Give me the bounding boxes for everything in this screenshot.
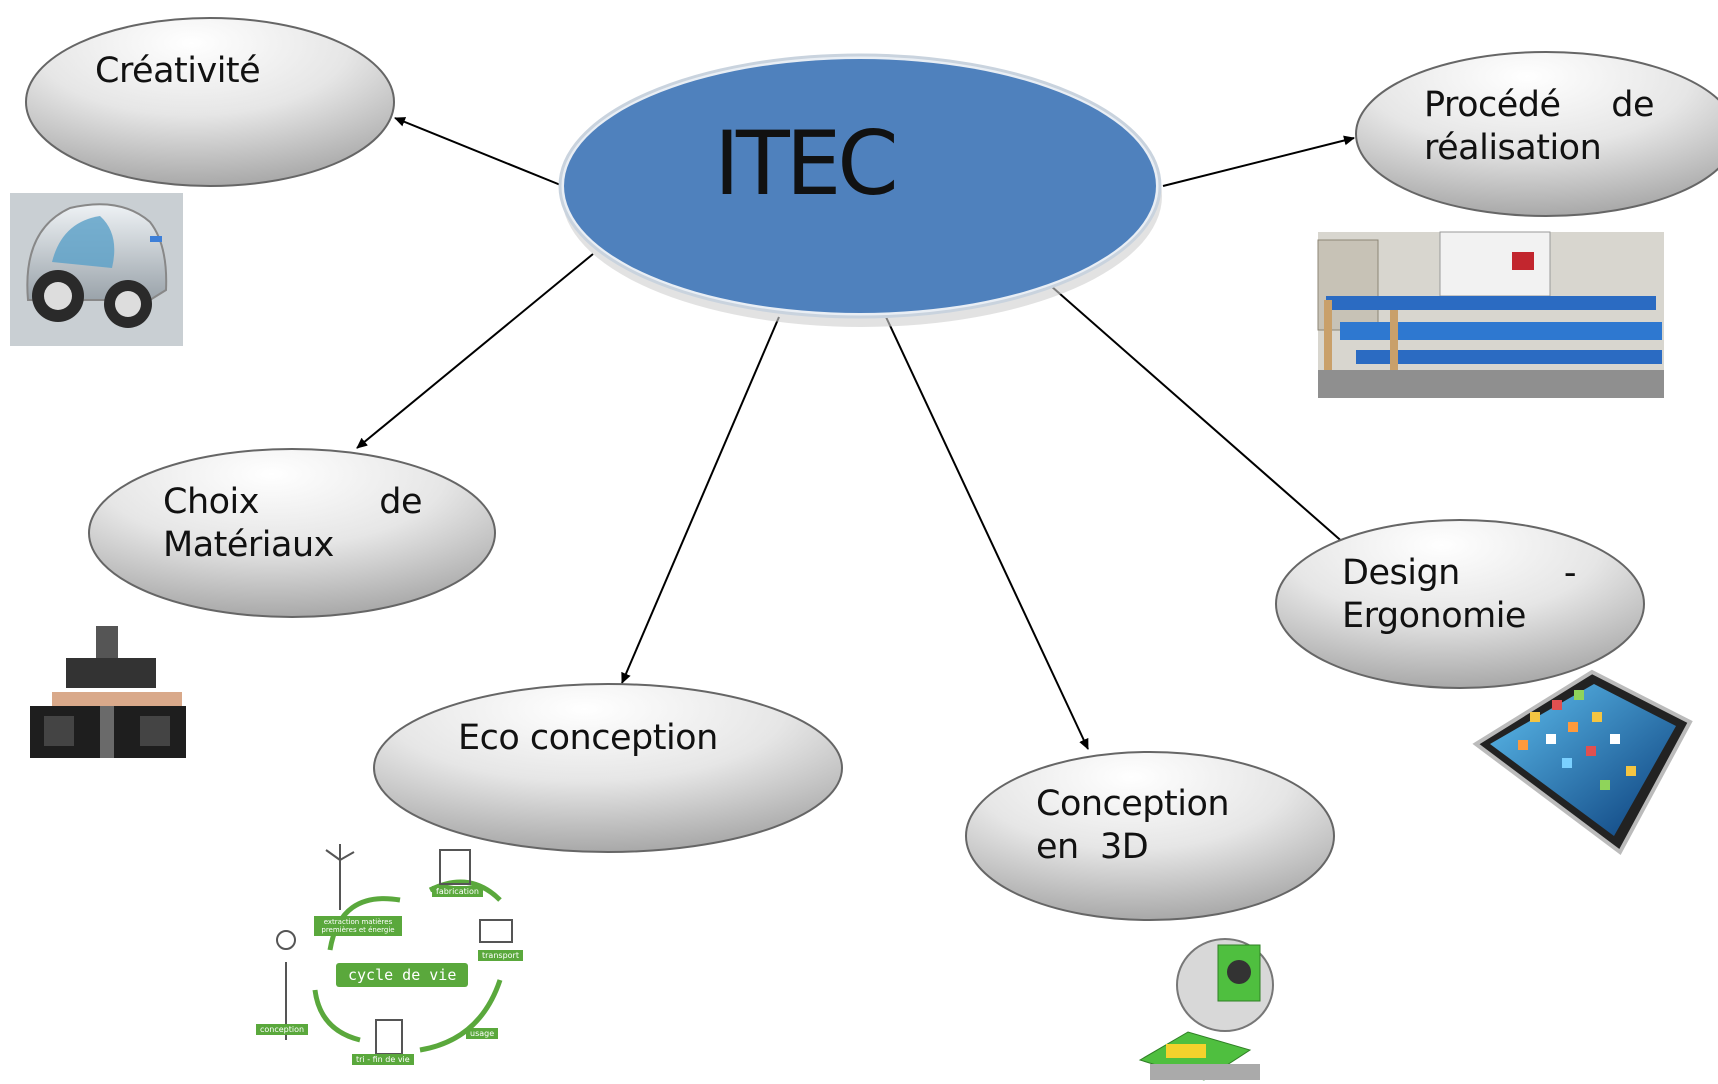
concept-car-image [10, 193, 183, 346]
cycle-step-fabrication: fabrication [432, 886, 483, 897]
node-conception3d-label: Conception en 3D [1036, 783, 1230, 869]
materiaux-word-1: Choix [163, 482, 259, 522]
arrow-to-design [1050, 285, 1355, 553]
materiaux-word-2: de [379, 482, 422, 522]
grey-nodes [25, 17, 1718, 921]
tensile-test-image [30, 626, 186, 758]
node-procede-shape [1355, 51, 1718, 217]
node-design-label: Design - Ergonomie [1342, 552, 1577, 638]
design-word-2: - [1563, 553, 1577, 593]
node-procede-label: Procédé de réalisation [1424, 84, 1654, 170]
cycle-step-tri: tri - fin de vie [352, 1054, 414, 1065]
conception3d-line-1: Conception [1036, 784, 1230, 824]
node-conception3d-shape [965, 751, 1335, 921]
design-word-1: Design [1342, 553, 1460, 593]
life-cycle-image [276, 844, 513, 1055]
design-line-2: Ergonomie [1342, 596, 1526, 636]
materiaux-line-2: Matériaux [163, 525, 334, 565]
procede-word-2: de [1611, 85, 1654, 125]
cnc-machine-image [1317, 231, 1664, 398]
cycle-step-conception: conception [256, 1024, 309, 1035]
node-creativite-shape [25, 17, 395, 187]
arrow-to-conception3d [885, 316, 1089, 750]
center-node [558, 53, 1162, 327]
cycle-center-label: cycle de vie [336, 963, 469, 987]
connector-arrows [356, 117, 1355, 750]
procede-word-1: Procédé [1424, 85, 1561, 125]
center-title: ITEC [714, 112, 899, 215]
procede-line-2: réalisation [1424, 128, 1602, 168]
cycle-step-extraction: extraction matières premières et énergie [314, 916, 402, 936]
node-design-shape [1275, 519, 1645, 689]
node-eco-label: Eco conception [458, 718, 718, 758]
tablet-image [1472, 669, 1693, 855]
cycle-step-transport: transport [478, 950, 523, 961]
node-materiaux-shape [88, 448, 496, 618]
arrow-to-procede [1162, 135, 1355, 187]
cycle-step-usage: usage [466, 1028, 499, 1039]
node-creativite-label: Créativité [95, 51, 261, 91]
arrow-to-creativite [394, 117, 564, 187]
node-eco-shape [373, 683, 843, 853]
center-ellipse [564, 59, 1156, 313]
arrow-to-eco [621, 316, 780, 684]
conception3d-line-2: en 3D [1036, 827, 1149, 867]
arrow-to-materiaux [356, 253, 594, 449]
node-materiaux-label: Choix de Matériaux [163, 481, 422, 567]
cad-model-image [1138, 938, 1274, 1081]
